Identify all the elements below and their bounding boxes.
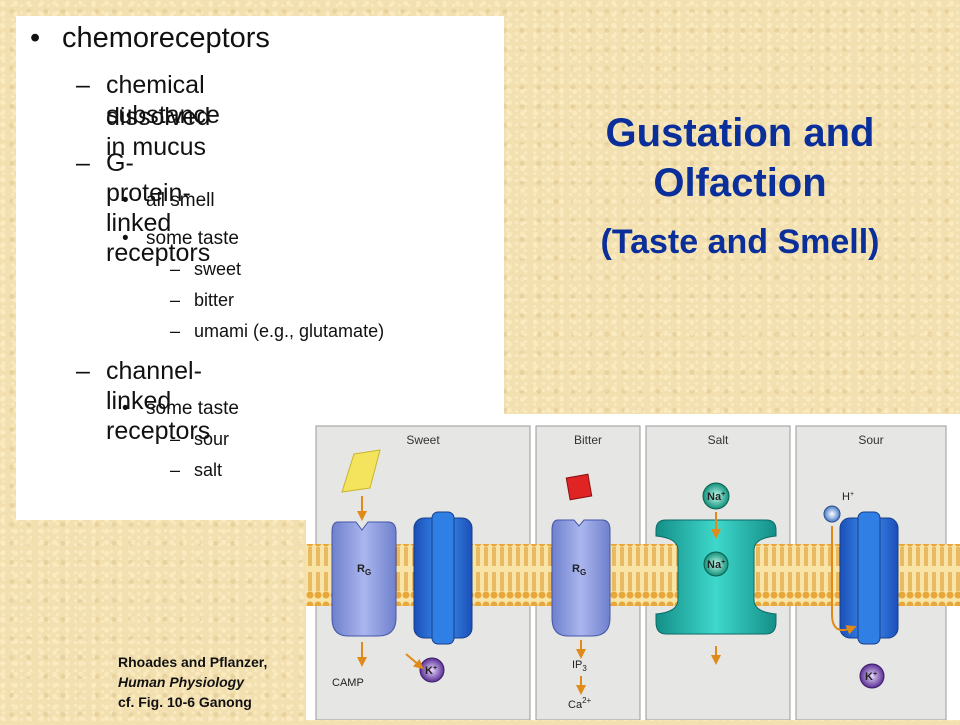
panel-title-sweet: Sweet [406,433,440,447]
dash: – [76,71,90,99]
channel-pore [431,511,455,645]
receptor-label: RG [357,563,371,577]
dash: – [170,460,181,480]
outline-item2-sub2-a: sweet [194,259,242,279]
bitter-molecule-icon [565,473,593,501]
k-label: K+ [865,671,877,683]
h-label: H+ [842,491,854,503]
sweet-molecule-icon [341,449,381,493]
panel-title-salt: Salt [708,433,729,447]
outline-item2-sub2-b: bitter [194,290,235,310]
panel-title-bitter: Bitter [574,433,602,447]
ca-label: Ca2+ [568,696,592,711]
citation-line-3: cf. Fig. 10-6 Ganong [118,694,252,710]
slide-title: Gustation and Olfaction (Taste and Smell… [540,108,940,270]
bullet-l3: • [122,190,129,211]
na-label: Na+ [707,559,725,571]
arrow-icon [831,526,857,635]
outline-item3-sub1: some taste [146,398,239,419]
outline-item2: G-protein-linked receptors [106,149,211,267]
receptor-sweet [331,521,397,637]
k-ion-icon [419,657,445,683]
taste-figure-svg: Sweet Bitter Salt Sour RG K+ CAMP RG IP3… [306,425,960,721]
outline-top: chemoreceptors [62,22,270,54]
dash: – [76,149,90,177]
receptor-label: RG [572,563,586,577]
dash: – [170,321,181,341]
receptor-bitter [551,519,611,637]
ip3-label: IP3 [572,659,587,673]
dash: – [170,429,181,449]
arrow-icon [405,653,424,670]
bullet-l3: • [122,228,129,249]
outline-item2-sub2-c: umami (e.g., glutamate) [194,321,385,341]
panel-title-sour: Sour [858,433,883,447]
channel-pore [857,511,881,645]
h-ion-icon [823,505,841,523]
title-line-2: Olfaction [653,161,827,205]
k-ion-icon [859,663,885,689]
dash: – [170,259,181,279]
outline-item3-sub1-b: salt [194,460,223,480]
outline-item3-sub1-a: sour [194,429,230,449]
title-line-1: Gustation and [605,111,875,155]
citation: Rhoades and Pflanzer, Human Physiology c… [118,652,267,712]
channel-salt [655,519,777,635]
k-label: K+ [425,665,437,677]
bullet-l3: • [122,398,129,419]
outline-item2-sub1: all smell [146,190,215,211]
citation-line-1: Rhoades and Pflanzer, [118,654,268,670]
camp-label: CAMP [332,677,364,689]
outline-item1-line1: chemical substance [106,71,220,129]
bullet-l1: • [30,22,41,54]
taste-transduction-figure: Sweet Bitter Salt Sour RG K+ CAMP RG IP3… [306,414,960,721]
na-ion-icon [702,482,730,510]
outline-item1-line2: dissolved in mucus [106,103,211,161]
na-label: Na+ [707,491,725,503]
dash: – [170,290,181,310]
na-ion-icon [703,551,729,577]
dash: – [76,357,90,385]
outline-item3: channel-linked receptors [106,357,211,445]
slide-subtitle: (Taste and Smell) [600,223,880,261]
citation-line-2: Human Physiology [118,674,245,690]
outline-item2-sub2: some taste [146,228,239,249]
